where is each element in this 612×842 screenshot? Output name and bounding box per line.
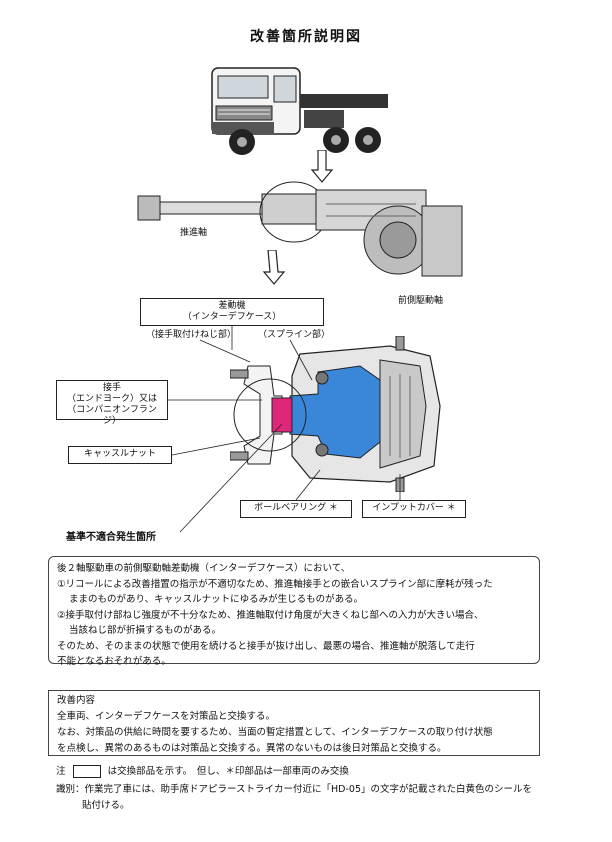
arrow-down-icon [310, 150, 334, 183]
improvement-line-2: なお、対策品の供給に時間を要するため、当面の暫定措置として、インターデフケースの… [57, 727, 493, 738]
identification-line-1: 識別：作業完了車には、助手席ドアピラーストライカー付近に「HD-05」の文字が記… [56, 784, 533, 795]
description-line-2: ①リコールによる改善措置の指示が不適切なため、推進軸接手との嵌合いスプライン部に… [57, 578, 493, 590]
differential-cross-section [230, 336, 441, 492]
differential-label-2: （インターデフケース） [182, 312, 282, 322]
description-line-3: ままのものがあり、キャッスルナットにゆるみが生じるものがある。 [69, 594, 364, 605]
ball-bearing-label: ボールベアリング ＊ [240, 500, 352, 518]
joint-label-2: （エンドヨーク）又は [66, 394, 157, 404]
differential-label-1: 差動機 [218, 301, 246, 311]
castle-nut-label: キャッスルナット [68, 446, 172, 464]
improvement-box: 改善内容 全車両、インターデフケースを対策品と交換する。 なお、対策品の供給に時… [48, 690, 540, 756]
joint-label-1: 接手 [102, 383, 121, 393]
description-box: 後２軸駆動車の前側駆動軸差動機（インターデフケース）において、 ①リコールによる… [48, 556, 540, 667]
note-prefix: 注 [56, 766, 66, 777]
description-line-5: 当該ねじ部が折損するものがある。 [69, 625, 222, 636]
input-cover-label: インプットカバー ＊ [362, 500, 466, 518]
arrow-down-left-icon [262, 250, 286, 285]
note-text: は交換部品を示す。 但し、＊印部品は一部車両のみ交換 [107, 766, 349, 777]
drivetrain-illustration [137, 181, 463, 277]
description-line-7: 不能となるおそれがある。 [57, 656, 171, 667]
nonconformity-label: 基準不適合発生箇所 [66, 532, 156, 543]
identification-line-2: 貼付ける。 [82, 800, 130, 811]
page-title: 改善箇所説明図 [250, 29, 362, 45]
improvement-line-1: 全車両、インターデフケースを対策品と交換する。 [57, 711, 276, 722]
improvement-line-3: を点検し、異常のあるものは対策品と交換する。異常のないものは後日対策品と交換する… [57, 743, 447, 754]
description-line-6: そのため、そのままの状態で使用を続けると接手が抜け出し、最悪の場合、推進軸が脱落… [57, 640, 475, 652]
improvement-heading: 改善内容 [57, 695, 96, 706]
legend-box-icon [72, 765, 101, 778]
description-line-4: ②接手取付け部ねじ強度が不十分なため、推進軸取付け角度が大きくねじ部への入力が大… [57, 609, 484, 621]
truck-illustration [211, 67, 388, 155]
joint-label-box: 接手 （エンドヨーク）又は （コンパニオンフランジ） [56, 380, 168, 426]
legend-note: 注 は交換部品を示す。 但し、＊印部品は一部車両のみ交換 [56, 764, 349, 779]
propeller-shaft-label: 推進軸 [180, 228, 208, 238]
spline-label: （スプライン部） [258, 330, 331, 340]
flange-thread-label: （接手取付けねじ部） [146, 330, 237, 340]
front-drive-axle-label: 前側駆動軸 [398, 296, 444, 306]
joint-label-3: （コンパニオンフランジ） [67, 405, 157, 426]
differential-label-box: 差動機 （インターデフケース） [140, 298, 324, 326]
description-line-1: 後２軸駆動車の前側駆動軸差動機（インターデフケース）において、 [57, 563, 351, 574]
